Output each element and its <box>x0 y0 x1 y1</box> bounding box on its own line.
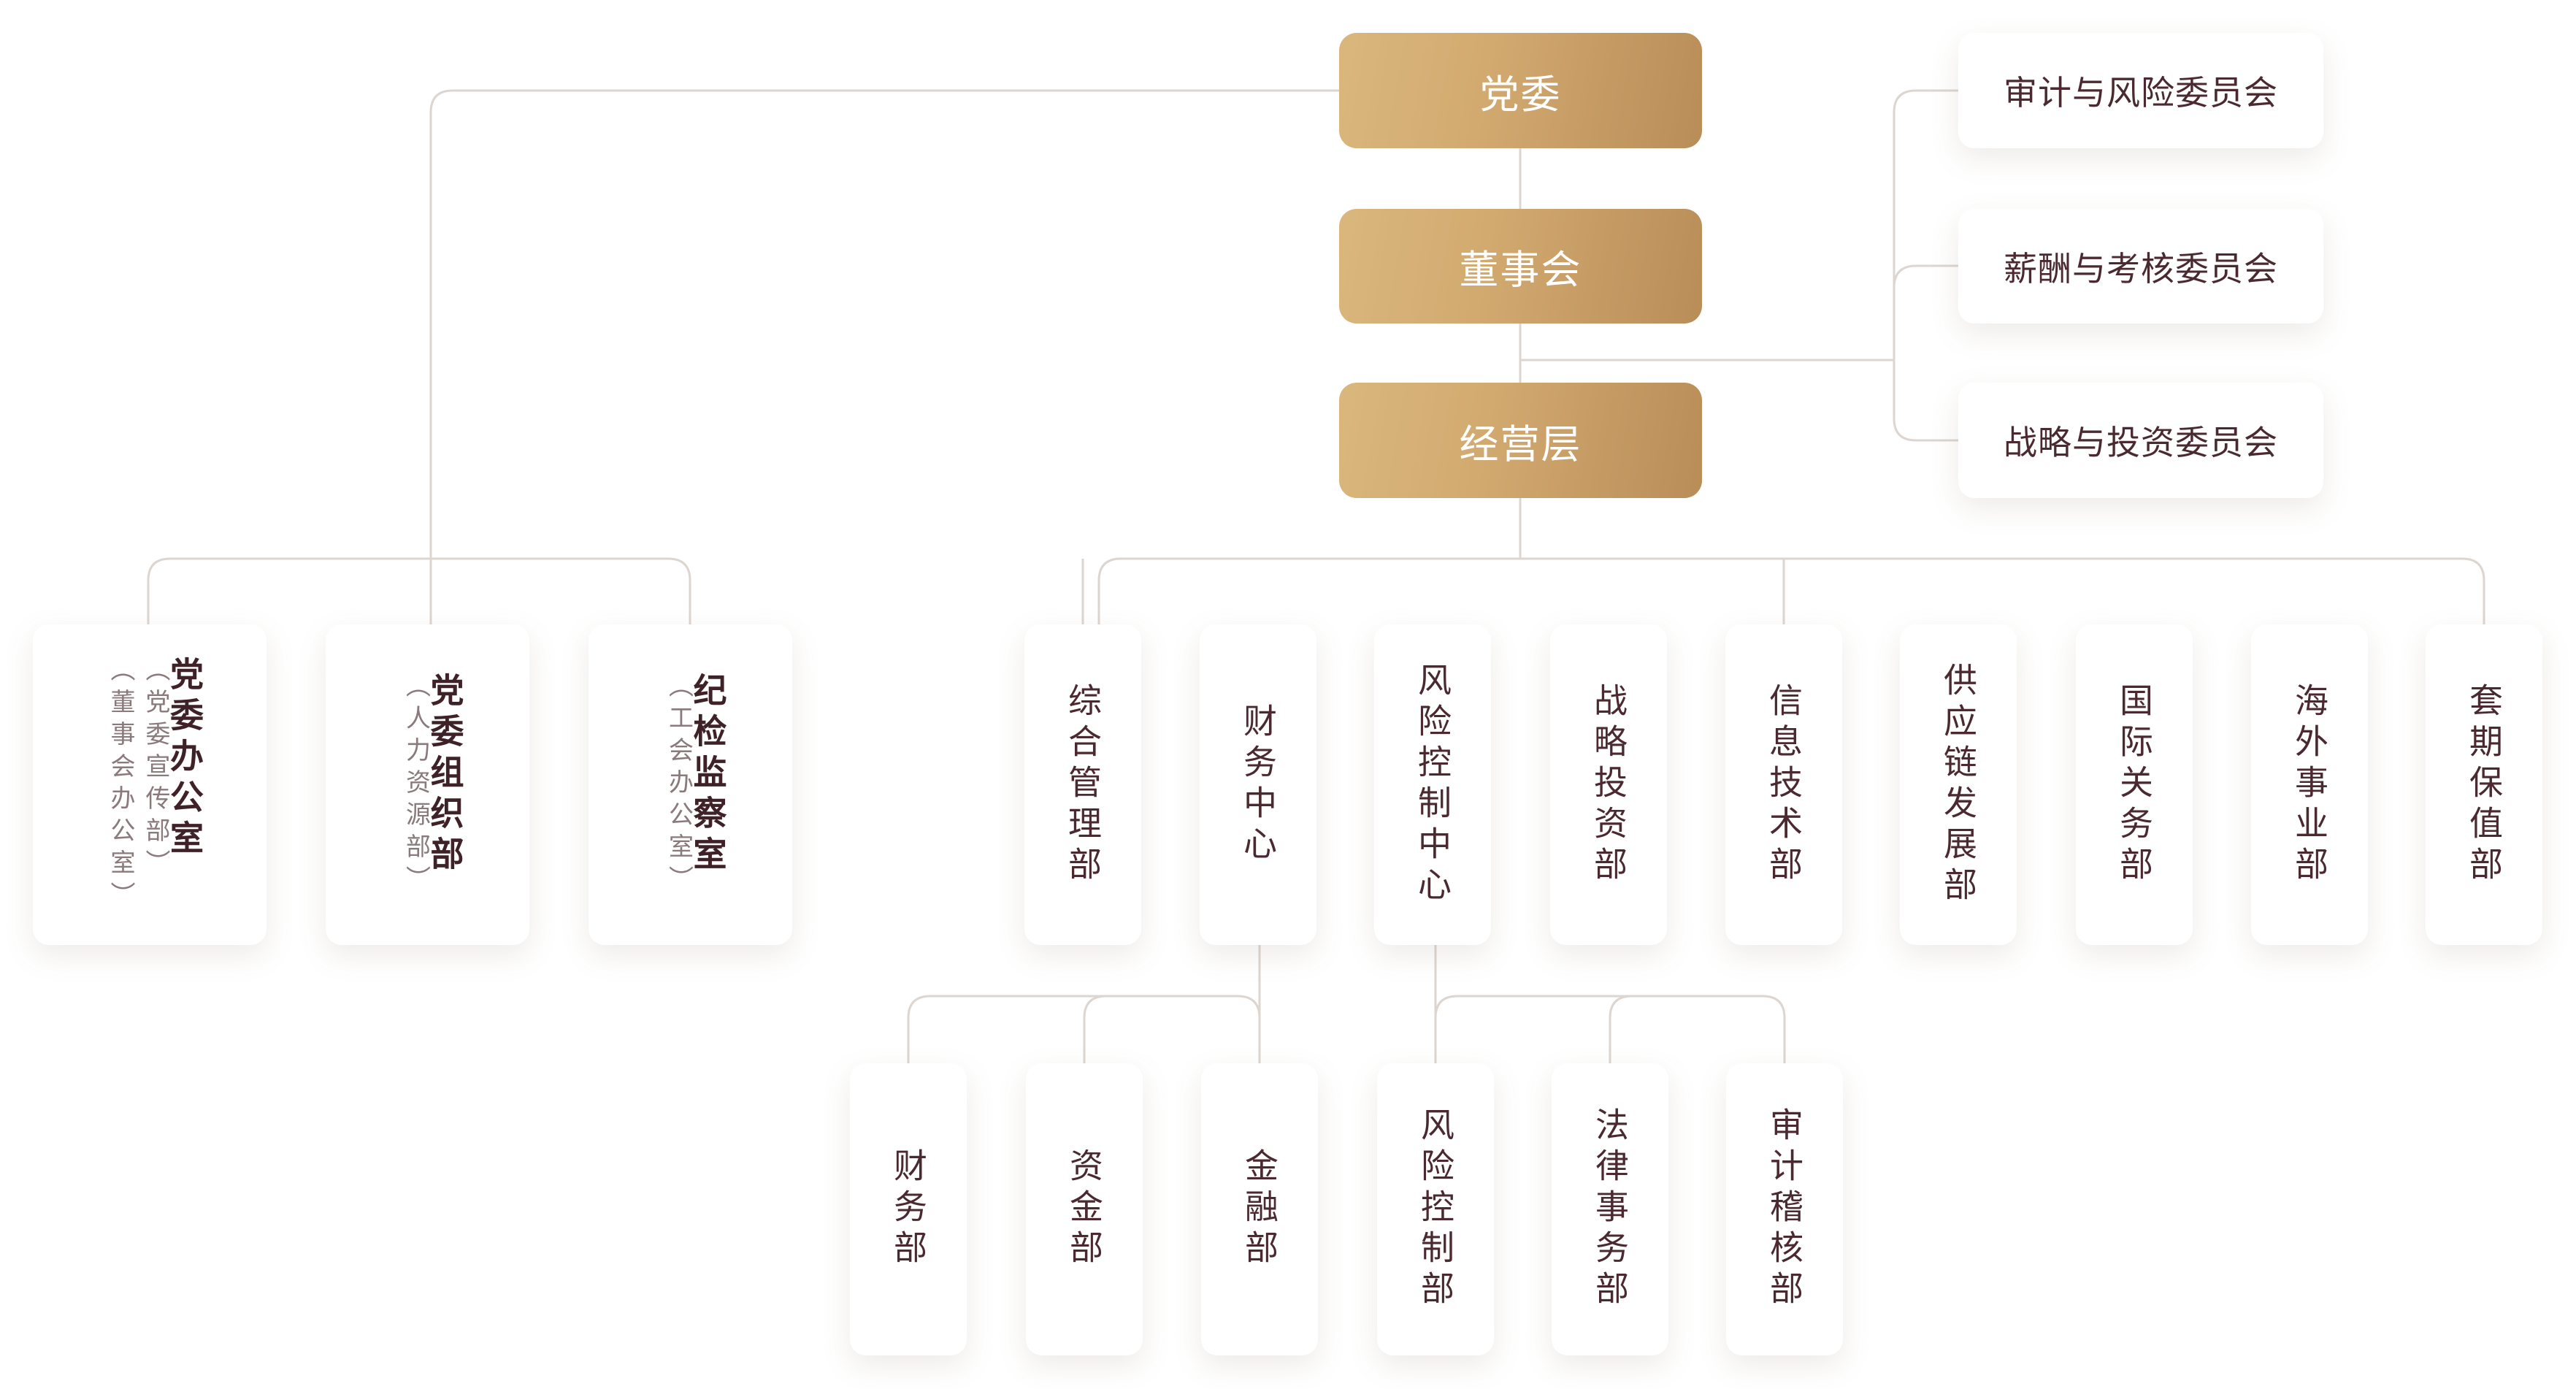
node-strategic-investment-dept[interactable]: 战略投资部 <box>1550 624 1667 945</box>
node-discipline-inspection[interactable]: 纪检监察室 （工会办公室） <box>589 624 792 945</box>
node-label: 金融部 <box>1240 1148 1279 1271</box>
node-supply-chain-dept[interactable]: 供应链发展部 <box>1900 624 2017 945</box>
node-audit-risk-committee[interactable]: 审计与风险委员会 <box>1958 33 2323 148</box>
node-party-committee[interactable]: 党委 <box>1339 33 1702 148</box>
node-label: 董事会 <box>1459 247 1582 293</box>
node-label: 财务中心 <box>1238 703 1278 867</box>
node-label: 纪检监察室 <box>688 672 728 877</box>
connector-party-left-group <box>429 89 1339 559</box>
connector-risk-bar <box>1434 995 1786 1063</box>
node-strategy-investment-committee[interactable]: 战略与投资委员会 <box>1958 383 2323 498</box>
node-label: 党委组织部 <box>425 672 465 877</box>
node-label: 海外事业部 <box>2290 682 2329 887</box>
node-label: 风险控制部 <box>1416 1107 1455 1312</box>
connector-committee-1 <box>1893 89 1958 360</box>
node-financial-services-dept[interactable]: 金融部 <box>1201 1063 1318 1355</box>
node-alias: （人力资源部） <box>401 672 431 898</box>
node-label: 党委 <box>1479 71 1562 118</box>
node-overseas-business-dept[interactable]: 海外事业部 <box>2251 624 2368 945</box>
node-label: 国际关务部 <box>2115 682 2154 887</box>
node-general-management-dept[interactable]: 综合管理部 <box>1024 624 1141 945</box>
node-management[interactable]: 经营层 <box>1339 383 1702 498</box>
connector-committee-2 <box>1893 264 1958 288</box>
node-it-dept[interactable]: 信息技术部 <box>1725 624 1842 945</box>
node-label: 套期保值部 <box>2464 682 2504 887</box>
node-label: 综合管理部 <box>1063 682 1103 887</box>
node-audit-dept[interactable]: 审计稽核部 <box>1726 1063 1843 1355</box>
node-label: 审计稽核部 <box>1765 1107 1804 1312</box>
connector-left-group-bar <box>147 557 691 624</box>
node-label: 财务部 <box>889 1148 928 1271</box>
node-party-organization-dept[interactable]: 党委组织部 （人力资源部） <box>326 624 529 945</box>
node-label: 审计与风险委员会 <box>2004 73 2278 112</box>
connector-finance-mid <box>1083 995 1107 1063</box>
connector-committee-3 <box>1893 360 1958 442</box>
node-risk-control-dept[interactable]: 风险控制部 <box>1377 1063 1494 1355</box>
node-label: 信息技术部 <box>1764 682 1803 887</box>
node-label: 战略投资部 <box>1589 682 1628 887</box>
node-board-of-directors[interactable]: 董事会 <box>1339 209 1702 324</box>
node-label: 风险控制中心 <box>1413 662 1452 908</box>
node-legal-affairs-dept[interactable]: 法律事务部 <box>1552 1063 1668 1355</box>
node-party-office[interactable]: 党委办公室 （党委宣传部） （董事会办公室） <box>33 624 267 945</box>
node-finance-dept[interactable]: 财务部 <box>850 1063 967 1355</box>
node-label: 法律事务部 <box>1590 1107 1630 1312</box>
node-label: 战略与投资委员会 <box>2004 423 2278 462</box>
node-international-customs-dept[interactable]: 国际关务部 <box>2076 624 2193 945</box>
node-alias: （党委宣传部） <box>141 656 170 881</box>
node-label: 经营层 <box>1459 421 1582 467</box>
node-alias: （工会办公室） <box>664 672 694 898</box>
connector-risk-mid <box>1609 995 1633 1063</box>
node-label: 资金部 <box>1065 1148 1104 1271</box>
node-treasury-dept[interactable]: 资金部 <box>1026 1063 1143 1355</box>
connector-departments-bar <box>1097 557 2485 624</box>
node-label: 薪酬与考核委员会 <box>2004 248 2278 288</box>
node-alias: （董事会办公室） <box>106 656 135 914</box>
node-compensation-committee[interactable]: 薪酬与考核委员会 <box>1958 209 2323 324</box>
node-label: 供应链发展部 <box>1939 662 1978 908</box>
node-hedging-dept[interactable]: 套期保值部 <box>2426 624 2542 945</box>
node-finance-center[interactable]: 财务中心 <box>1200 624 1316 945</box>
node-label: 党委办公室 <box>165 656 204 861</box>
connector-finance-bar <box>907 995 1261 1063</box>
node-risk-control-center[interactable]: 风险控制中心 <box>1374 624 1491 945</box>
